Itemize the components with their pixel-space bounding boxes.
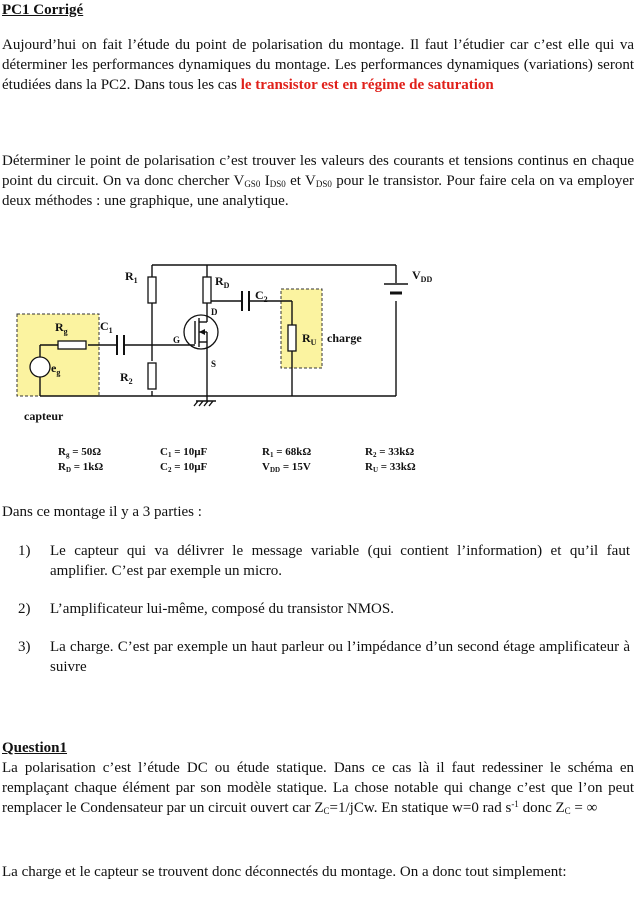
polarisation-paragraph: Déterminer le point de polarisation c’es… — [2, 153, 634, 209]
parts-list: 1)Le capteur qui va délivrer le message … — [18, 541, 630, 695]
label-rg: Rg — [55, 320, 68, 336]
question1-paragraph: La polarisation c’est l’étude DC ou étud… — [2, 760, 634, 816]
label-source: S — [211, 359, 216, 369]
component-values: Rg = 50Ω C1 = 10µF R1 = 68kΩ R2 = 33kΩ R… — [58, 446, 416, 474]
source-eg — [29, 356, 51, 378]
capacitor-c1 — [116, 335, 125, 355]
value-c1: C1 = 10µF — [160, 446, 208, 459]
capacitor-c2 — [241, 291, 250, 311]
question1-title: Question1 — [2, 740, 68, 756]
list-intro: Dans ce montage il y a 3 parties : — [2, 504, 202, 520]
question1-paragraph-2: La charge et le capteur se trouvent donc… — [2, 864, 567, 880]
circuit-diagram: R1 RD C2 VDD Rg C1 RU charge R2 eg D G S… — [16, 264, 432, 474]
circuit-wires — [39, 264, 397, 407]
resistor-rg — [57, 340, 87, 350]
resistor-r2 — [147, 362, 157, 390]
label-gate: G — [173, 335, 180, 345]
question1-block: Question1 La polarisation c’est l’étude … — [2, 738, 634, 818]
vdd-source — [384, 283, 408, 295]
value-r2: R2 = 33kΩ — [365, 446, 414, 459]
label-drain: D — [211, 307, 218, 317]
value-rd: RD = 1kΩ — [58, 461, 103, 474]
saturation-highlight: le transistor est en régime de saturatio… — [240, 77, 494, 93]
list-item: 2)L’amplificateur lui-même, composé du t… — [18, 601, 394, 617]
resistor-ru — [287, 324, 297, 352]
value-r1: R1 = 68kΩ — [262, 446, 311, 459]
document-title: PC1 Corrigé — [2, 2, 84, 18]
value-c2: C2 = 10µF — [160, 461, 208, 474]
label-r2: R2 — [120, 370, 133, 386]
list-item: 3)La charge. C’est par exemple un haut p… — [18, 639, 630, 675]
label-c1: C1 — [100, 319, 113, 335]
value-ru: RU = 33kΩ — [365, 461, 416, 474]
label-ru: RU — [302, 331, 317, 347]
label-charge: charge — [327, 331, 362, 345]
label-rd: RD — [215, 274, 230, 290]
value-vdd: VDD = 15V — [262, 461, 311, 474]
capteur-highlight-box — [16, 313, 100, 397]
mosfet-arrow-icon — [199, 329, 205, 335]
resistor-rd — [202, 276, 212, 304]
mosfet-nmos — [183, 314, 219, 350]
label-c2: C2 — [255, 288, 268, 304]
label-eg: eg — [51, 361, 60, 377]
label-capteur: capteur — [24, 409, 64, 423]
resistor-r1 — [147, 276, 157, 304]
label-vdd: VDD — [412, 268, 432, 284]
list-item: 1)Le capteur qui va délivrer le message … — [18, 543, 630, 579]
value-rg: Rg = 50Ω — [58, 446, 101, 459]
intro-paragraph: Aujourd’hui on fait l’étude du point de … — [2, 37, 634, 93]
label-r1: R1 — [125, 269, 138, 285]
